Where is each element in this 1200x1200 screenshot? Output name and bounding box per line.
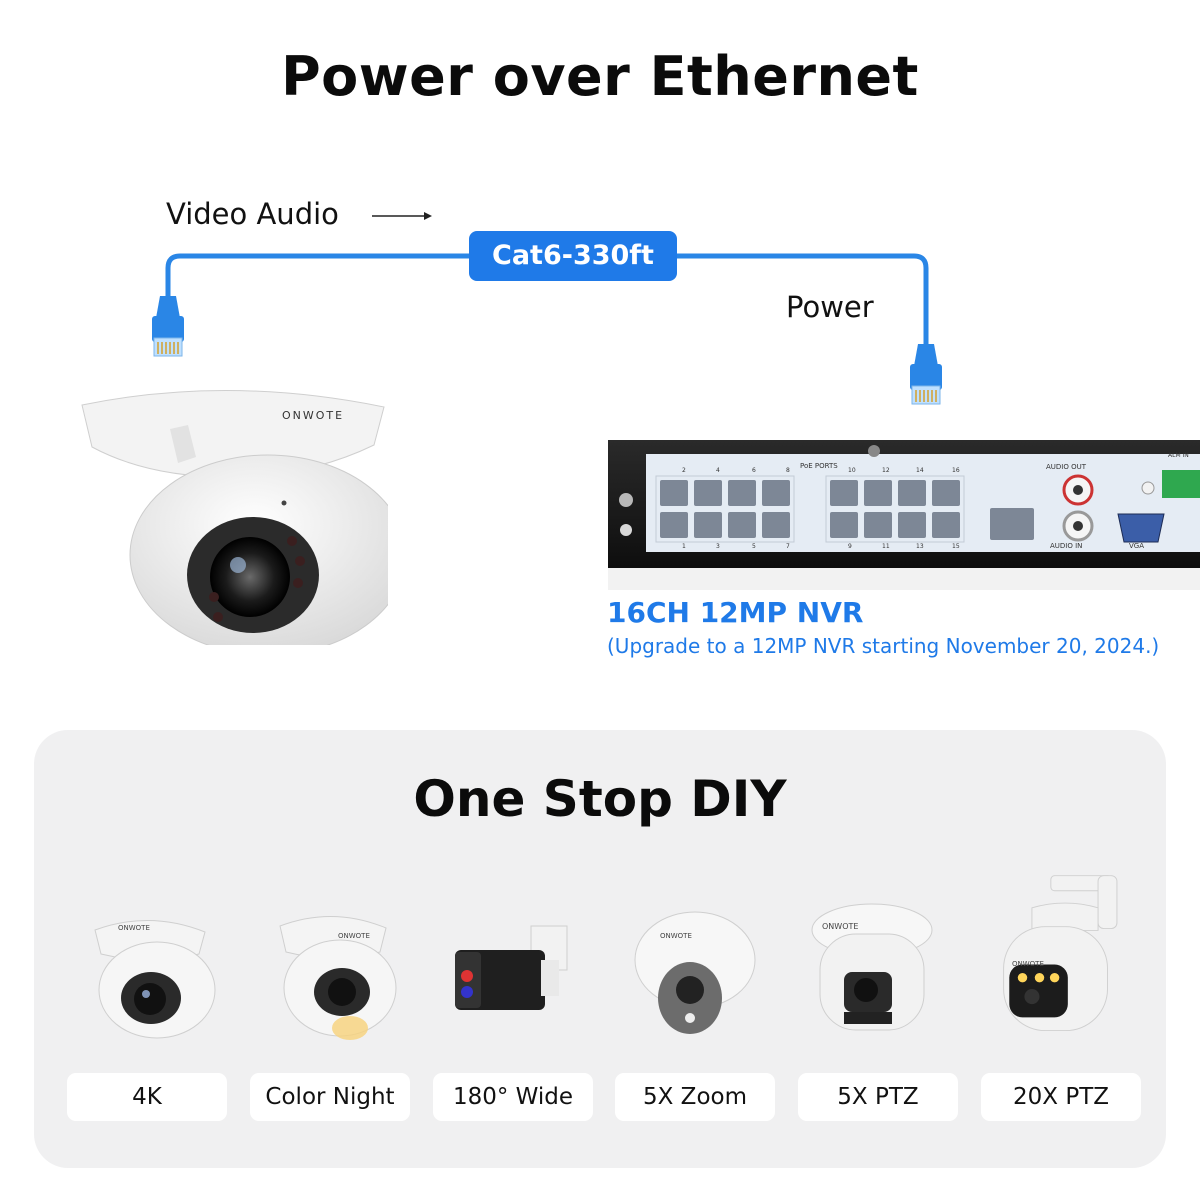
feature-chip-color-night: Color Night <box>250 1073 410 1121</box>
product-20x-ptz-camera-image <box>1003 875 1118 1032</box>
product-5x-ptz-camera-image <box>811 903 933 1031</box>
port-number: 9 <box>848 543 852 550</box>
camera-brand-label: ONWOTE <box>282 409 345 422</box>
alarm-in-label: ALM IN <box>1168 452 1189 459</box>
port-number: 1 <box>682 543 686 550</box>
product-brand-label: ONWOTE <box>1012 960 1044 968</box>
product-5x-zoom-dome-camera-image <box>634 911 756 1034</box>
power-label: Power <box>786 290 874 324</box>
port-number: 3 <box>716 543 720 550</box>
port-number: 15 <box>952 543 960 550</box>
product-color-night-dome-camera-image <box>279 915 397 1040</box>
diy-title: One Stop DIY <box>413 770 787 828</box>
audio-out-label: AUDIO OUT <box>1046 463 1087 471</box>
cable-spec-badge: Cat6-330ft <box>469 231 677 281</box>
page-title: Power over Ethernet <box>281 45 919 108</box>
product-brand-label: ONWOTE <box>118 924 150 932</box>
port-number: 6 <box>752 467 756 474</box>
port-number: 4 <box>716 467 720 474</box>
product-180-wide-bullet-camera-image <box>455 925 568 1010</box>
port-number: 7 <box>786 543 790 550</box>
port-number: 2 <box>682 467 686 474</box>
video-audio-label: Video Audio <box>166 197 339 231</box>
nvr-title: 16CH 12MP NVR <box>607 596 864 629</box>
audio-in-label: AUDIO IN <box>1050 542 1083 550</box>
port-number: 16 <box>952 467 960 474</box>
port-number: 14 <box>916 467 924 474</box>
nvr-upgrade-note: (Upgrade to a 12MP NVR starting November… <box>607 634 1160 658</box>
feature-chip-5x-zoom: 5X Zoom <box>615 1073 775 1121</box>
port-number: 10 <box>848 467 856 474</box>
feature-chip-180-wide: 180° Wide <box>433 1073 593 1121</box>
product-brand-label: ONWOTE <box>660 932 692 940</box>
port-number: 8 <box>786 467 790 474</box>
nvr-back-panel-image <box>608 440 1200 590</box>
product-brand-label: ONWOTE <box>822 922 859 931</box>
arrow-right-icon <box>372 212 432 220</box>
dome-camera-image <box>81 390 388 645</box>
feature-chip-5x-ptz: 5X PTZ <box>798 1073 958 1121</box>
port-number: 5 <box>752 543 756 550</box>
feature-chip-4k: 4K <box>67 1073 227 1121</box>
product-4k-dome-camera-image <box>94 919 216 1039</box>
product-brand-label: ONWOTE <box>338 932 370 940</box>
rj45-plug-right-icon <box>910 344 942 405</box>
rj45-plug-left-icon <box>152 296 184 357</box>
vga-label: VGA <box>1129 542 1145 550</box>
poe-ports-label: PoE PORTS <box>800 462 838 470</box>
feature-chip-20x-ptz: 20X PTZ <box>981 1073 1141 1121</box>
port-number: 11 <box>882 543 890 550</box>
port-number: 13 <box>916 543 924 550</box>
ethernet-cable <box>152 253 942 405</box>
port-number: 12 <box>882 467 890 474</box>
